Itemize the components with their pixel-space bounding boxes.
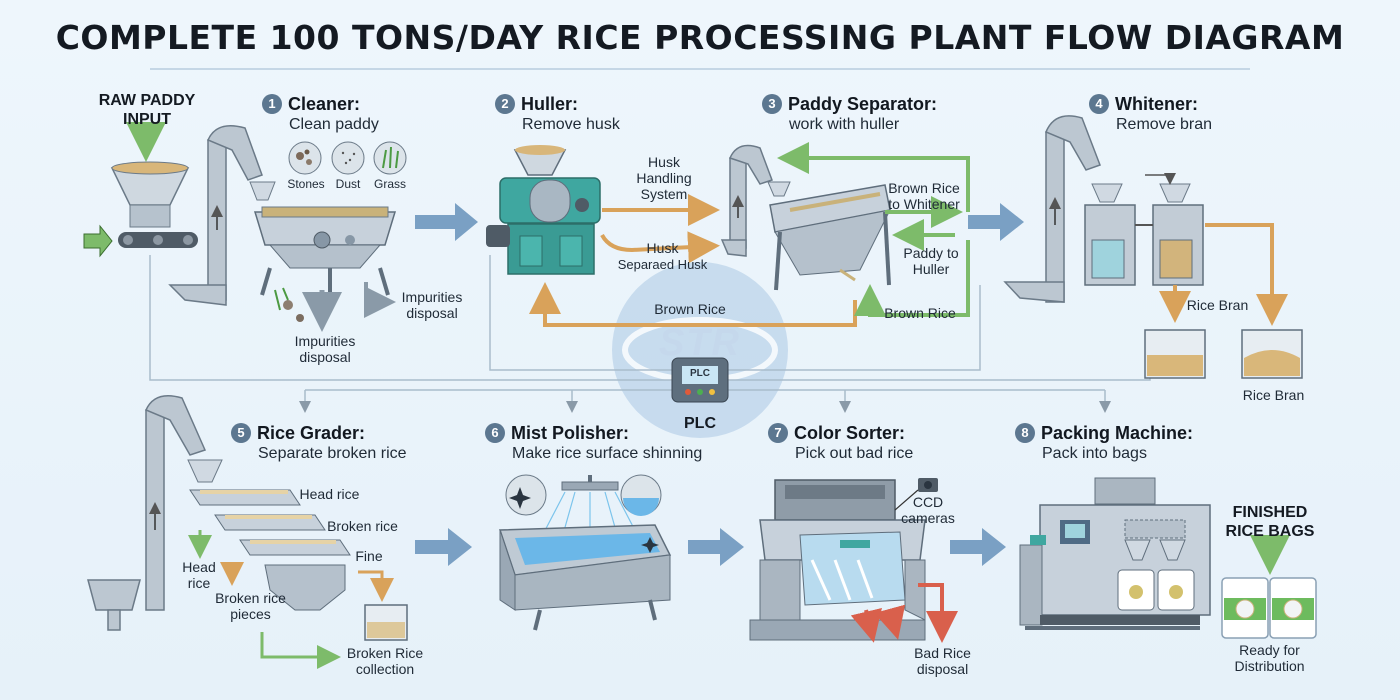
plc-screen-text: PLC (690, 368, 710, 379)
grass-label: Grass (373, 177, 406, 191)
step-3-header: 3 Paddy Separator: work with huller (762, 94, 937, 134)
step-7-header: 7 Color Sorter: Pick out bad rice (768, 423, 913, 463)
mist-polisher-machine (498, 474, 672, 631)
step-5-number: 5 (231, 423, 251, 443)
finished-rice-bags-label: FINISHED RICE BAGS (1225, 504, 1315, 540)
broken-rice-deck-label: Broken rice (327, 518, 398, 534)
step-8-number: 8 (1015, 423, 1035, 443)
rice-bran-label-2: Rice Bran (1242, 387, 1305, 403)
step-5-name: Rice Grader: (257, 423, 366, 443)
step-3-desc: work with huller (789, 116, 900, 133)
step-3-name: Paddy Separator: (788, 94, 938, 114)
step-1-desc: Clean paddy (289, 116, 379, 133)
paddy-to-huller-label: Paddy to Huller (903, 245, 959, 277)
step-5-desc: Separate broken rice (258, 445, 407, 462)
ccd-cameras-label: CCD cameras (901, 494, 955, 526)
raw-paddy-hopper (110, 122, 198, 248)
head-rice-out-label: Head rice (182, 559, 216, 591)
broken-rice-pieces-label: Broken rice pieces (215, 590, 286, 622)
plc-box (671, 357, 729, 403)
impurities-disposal-label-right: Impurities disposal (401, 289, 463, 321)
step-2-number: 2 (495, 94, 515, 114)
step-7-number: 7 (768, 423, 788, 443)
bucket-elevator-2 (720, 144, 773, 257)
step-8-desc: Pack into bags (1042, 445, 1147, 462)
fine-label: Fine (355, 548, 383, 564)
bad-rice-disposal-label: Bad Rice disposal (914, 645, 971, 677)
whitener-machines (1084, 173, 1204, 286)
step-1-header: 1 Cleaner: Clean paddy (262, 94, 379, 134)
sorter-reject-arrows (850, 583, 958, 643)
watermark-text: STR (659, 322, 741, 364)
separator-arrows (777, 142, 970, 317)
bucket-elevator-1 (168, 125, 263, 306)
plc-label: PLC (684, 415, 716, 432)
step-1-number: 1 (262, 94, 282, 114)
step-8-name: Packing Machine: (1041, 423, 1194, 443)
rice-grader-machine (187, 459, 408, 641)
step-4-number: 4 (1089, 94, 1109, 114)
husk-handling-system-label: Husk Handling System (636, 154, 692, 202)
packing-machine (1019, 477, 1211, 630)
step-2-name: Huller: (521, 94, 579, 114)
step-1-name: Cleaner: (288, 94, 361, 114)
step-6-header: 6 Mist Polisher: Make rice surface shinni… (485, 423, 702, 463)
main-flow-arrows (83, 203, 1024, 566)
bran-bins (1144, 223, 1303, 379)
ready-for-distribution-label: Ready for Distribution (1234, 642, 1305, 674)
diagram-title: COMPLETE 100 TONS/DAY RICE PROCESSING PL… (55, 18, 1345, 57)
brown-rice-label: Brown Rice (884, 305, 956, 321)
step-5-header: 5 Rice Grader: Separate broken rice (231, 423, 407, 463)
step-2-header: 2 Huller: Remove husk (495, 94, 620, 134)
step-3-number: 3 (762, 94, 782, 114)
bucket-elevator-4 (87, 395, 207, 631)
step-7-desc: Pick out bad rice (795, 445, 914, 462)
broken-rice-collection-label: Broken Rice collection (346, 645, 424, 677)
dust-label: Dust (335, 177, 361, 191)
brown-rice-to-whitener-label: Brown Rice to Whitener (888, 180, 960, 212)
step-4-desc: Remove bran (1116, 116, 1213, 133)
impurities-disposal-label-bottom: Impurities disposal (294, 333, 356, 365)
stones-label: Stones (287, 177, 325, 191)
husk-label: Husk (646, 240, 679, 256)
paddy-separator-machine (767, 181, 891, 291)
impurities-arrows (274, 282, 396, 332)
step-6-name: Mist Polisher: (511, 423, 630, 443)
head-rice-deck-label: Head rice (299, 486, 360, 502)
step-6-desc: Make rice surface shinning (512, 445, 703, 462)
step-4-name: Whitener: (1115, 94, 1198, 114)
finished-rice-bags (1221, 535, 1317, 639)
raw-paddy-input-label: RAW PADDY INPUT (98, 92, 196, 128)
step-2-desc: Remove husk (522, 116, 620, 133)
huller-machine (486, 145, 601, 275)
separated-husk-label: Separaed Husk (617, 257, 708, 272)
step-8-header: 8 Packing Machine: Pack into bags (1015, 423, 1193, 463)
title-divider (150, 68, 1250, 70)
step-4-header: 4 Whitener: Remove bran (1089, 94, 1212, 134)
step-7-name: Color Sorter: (794, 423, 906, 443)
cleaner-machine (249, 181, 397, 296)
rice-bran-label-1: Rice Bran (1186, 297, 1249, 313)
impurity-icons (288, 141, 407, 175)
step-6-number: 6 (485, 423, 505, 443)
grader-arrows (188, 530, 394, 669)
brown-rice-return-label: Brown Rice (654, 301, 726, 317)
bucket-elevator-3 (1003, 115, 1101, 303)
